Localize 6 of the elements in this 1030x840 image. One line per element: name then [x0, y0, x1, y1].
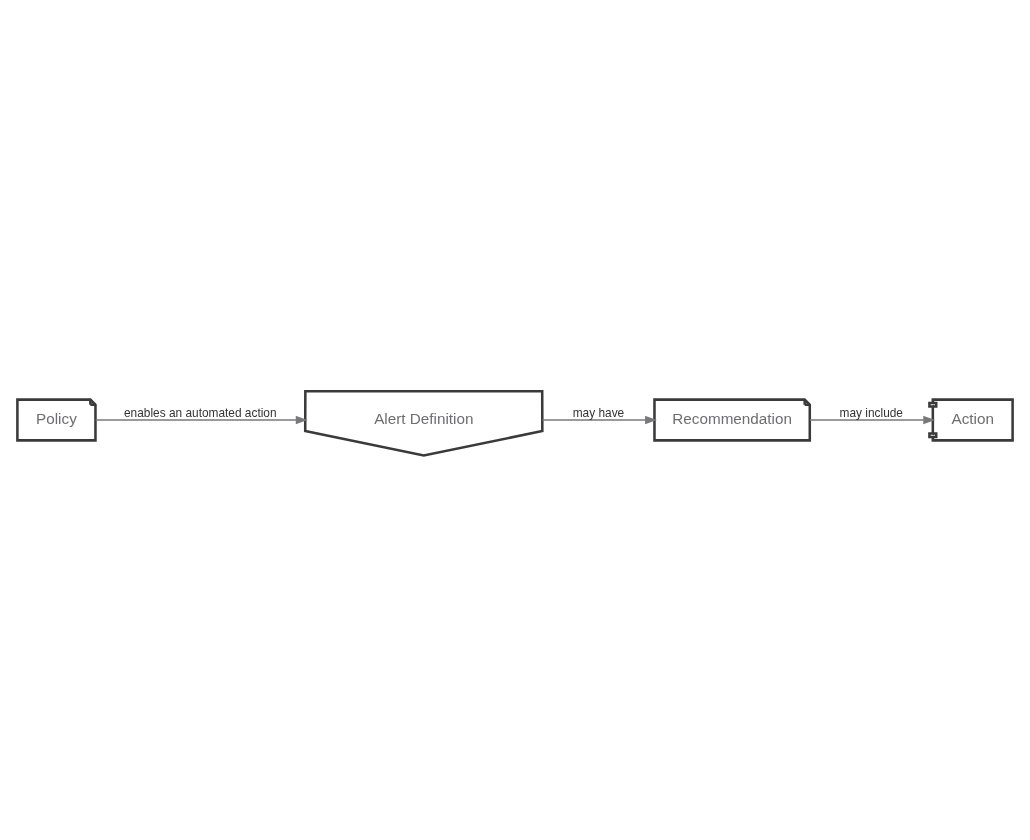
edge-label: may include — [839, 405, 903, 420]
edge-label: may have — [572, 405, 625, 420]
arrow — [809, 415, 936, 425]
arrow — [541, 415, 657, 425]
edge-label: enables an automated action — [124, 405, 277, 420]
arrow — [94, 415, 308, 425]
